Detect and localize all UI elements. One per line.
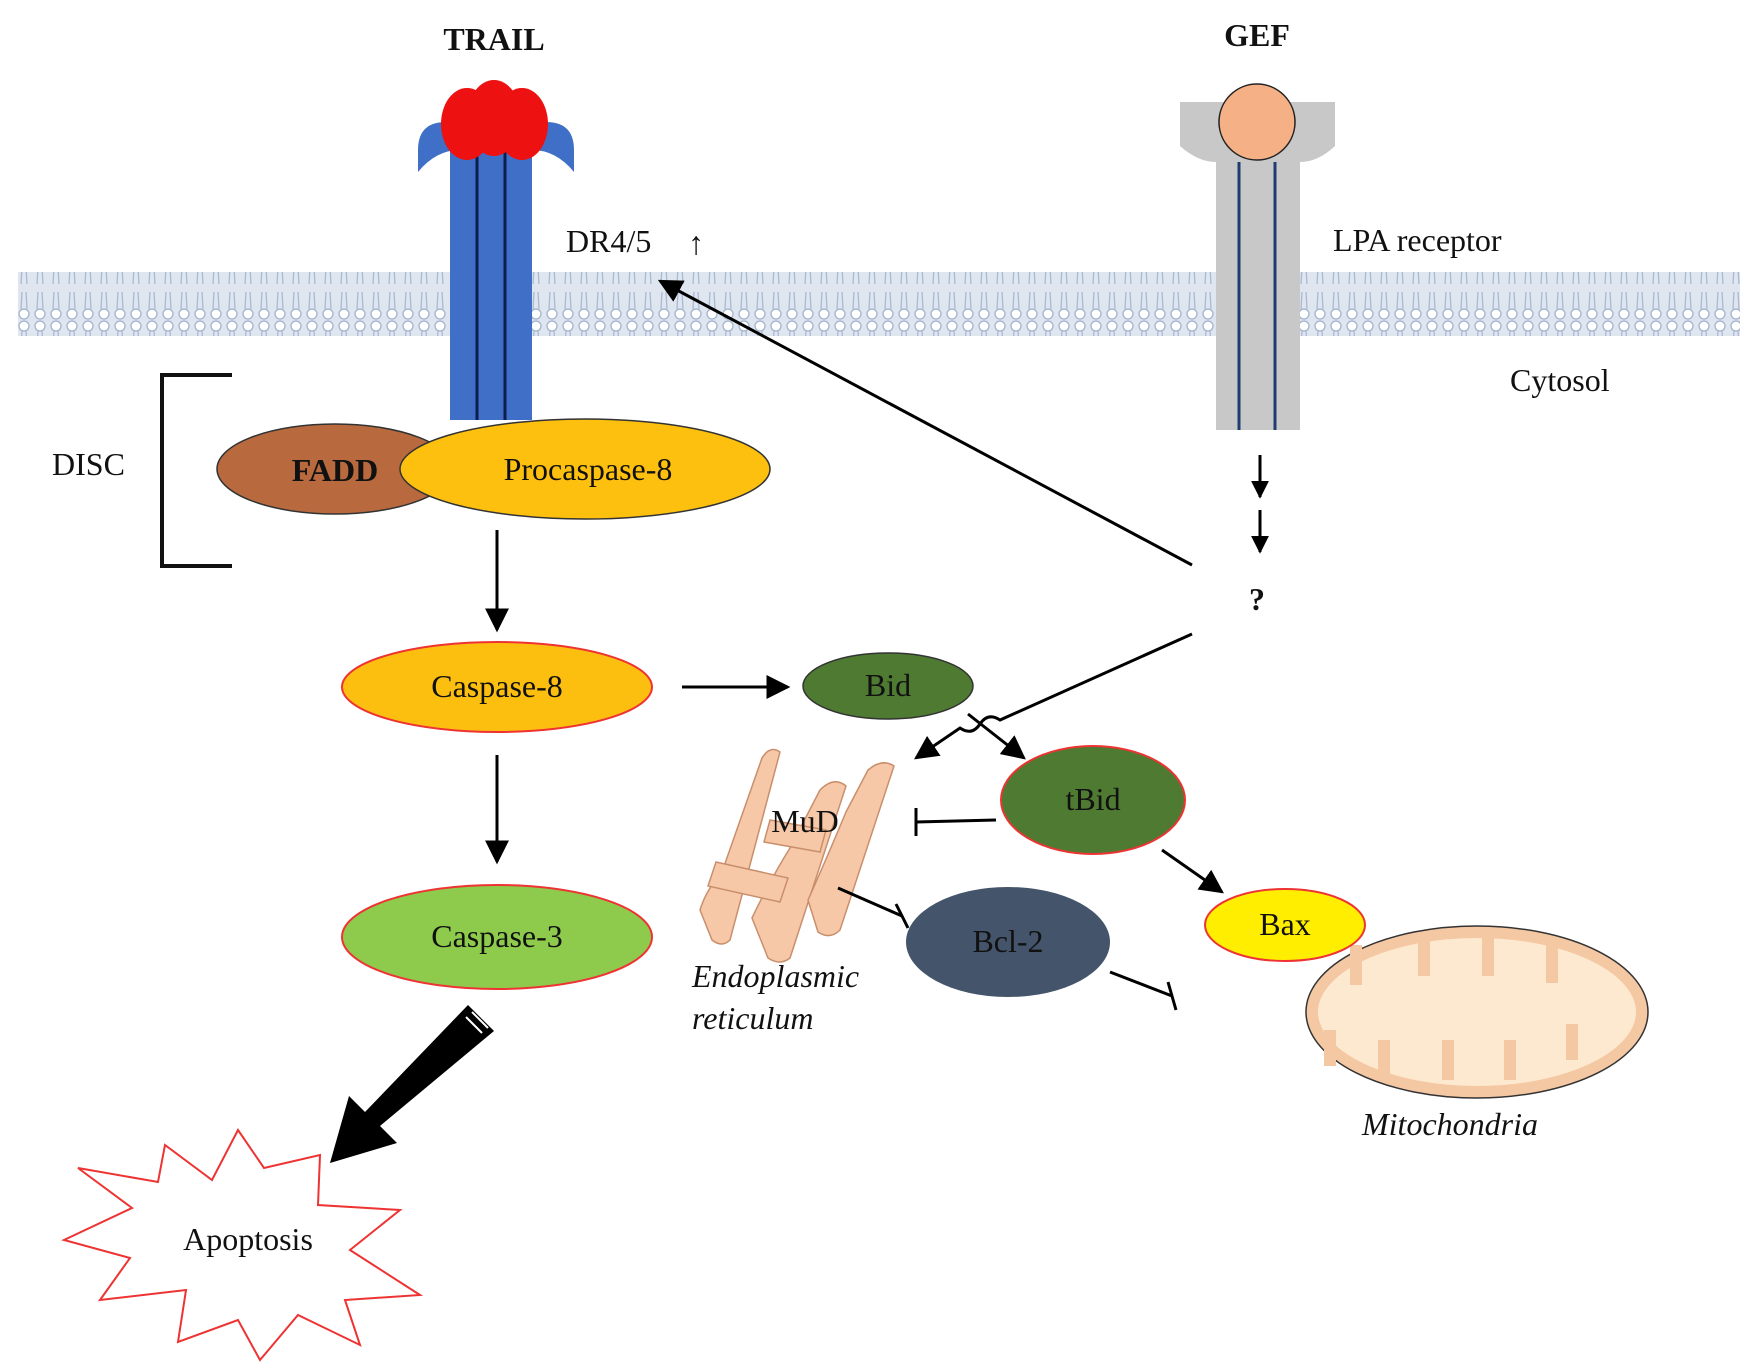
unknown-to-dr45-arrow (657, 279, 1193, 567)
procaspase8-node (399, 418, 771, 520)
mud-inhibits-bcl2 (837, 886, 910, 929)
mitochondria-label: Mitochondria (1361, 1106, 1538, 1142)
bid-label: Bid (865, 667, 911, 703)
disc-bracket (160, 373, 232, 568)
endoplasmic-reticulum (699, 748, 895, 963)
dr-receptor (418, 122, 574, 420)
cell-membrane (18, 272, 1740, 336)
mitochondria (1305, 925, 1649, 1099)
bcl2-label: Bcl-2 (972, 923, 1043, 959)
apoptosis-label: Apoptosis (183, 1221, 313, 1257)
mud-label: MuD (771, 803, 839, 839)
trail-label: TRAIL (443, 21, 544, 57)
er-label-line2: reticulum (692, 1000, 813, 1036)
bcl2-inhibits-mitochondria (1109, 970, 1178, 1011)
gef-label: GEF (1224, 17, 1290, 53)
bax-node (1204, 888, 1366, 962)
tbid-to-bax-arrow (1161, 848, 1224, 894)
apoptosis-burst (61, 1128, 424, 1362)
cytosol-label: Cytosol (1510, 362, 1610, 398)
unknown-mediator-label: ? (1249, 581, 1265, 617)
caspase8-node (341, 641, 653, 733)
caspase3-node (341, 884, 653, 990)
bid-to-tbid-arrow (967, 712, 1026, 760)
bcl2-node (906, 887, 1110, 997)
tbid-inhibits-mud (914, 808, 997, 836)
caspase3-to-apoptosis-arrow (330, 1005, 494, 1163)
procaspase8-label: Procaspase-8 (504, 451, 673, 487)
dr45-upregulation-icon: ↑ (688, 225, 704, 261)
gef-ligand (1218, 83, 1296, 161)
dr45-label: DR4/5 (566, 223, 651, 259)
er-label-line1: Endoplasmic (691, 958, 859, 994)
caspase8-label: Caspase-8 (431, 668, 563, 704)
tbid-node (1000, 745, 1186, 855)
trail-ligand (441, 80, 548, 160)
lpa-receptor-label: LPA receptor (1333, 222, 1502, 258)
bid-node (802, 652, 974, 720)
lpa-receptor (1180, 102, 1335, 430)
disc-label: DISC (52, 446, 125, 482)
bax-label: Bax (1259, 906, 1311, 942)
fadd-label: FADD (292, 452, 379, 488)
tbid-label: tBid (1065, 781, 1120, 817)
caspase3-label: Caspase-3 (431, 918, 563, 954)
